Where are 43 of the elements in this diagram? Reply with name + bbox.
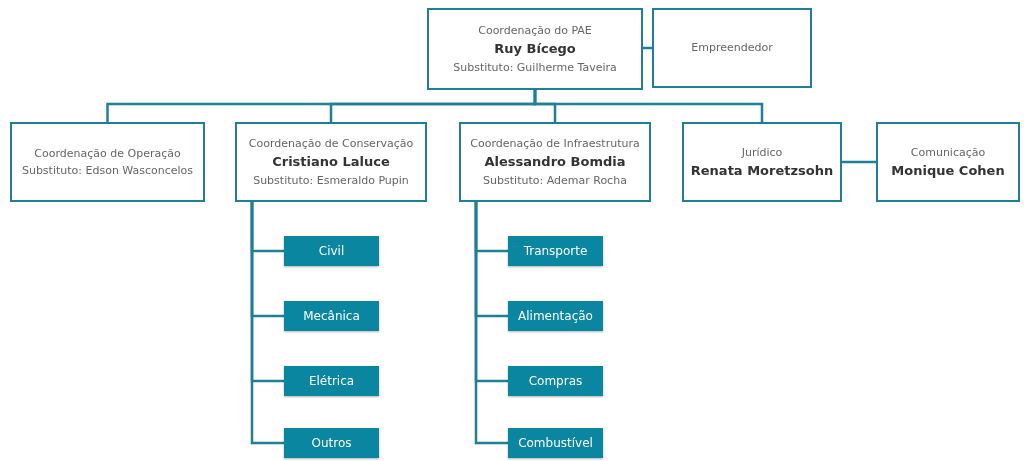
role-box [459,122,651,202]
department-name: Combustível [518,436,593,450]
department-name: Elétrica [308,374,355,388]
connector-line [474,202,508,445]
person-name: Alessandro Bomdia [484,154,626,170]
role-title: Coordenação de Conservação [248,137,414,151]
role-box [876,122,1020,202]
department-box [284,366,379,396]
department-box [508,428,603,458]
substitute-text: Substituto: Ademar Rocha [483,173,627,187]
department-name: Compras [528,374,583,388]
role-title: Comunicação [910,145,986,159]
department-name: Mecânica [303,309,360,323]
role-title: Coordenação de Operação [34,146,181,160]
role-box [652,8,812,88]
department-name: Outros [311,436,352,450]
department-name: Transporte [523,244,588,258]
department-box [284,301,379,331]
role-box [10,122,205,202]
role-box [682,122,842,202]
department-box [508,366,603,396]
department-name: Alimentação [518,309,593,323]
role-title: Jurídico [741,145,783,159]
department-box [284,236,379,266]
role-title: Empreendedor [691,41,773,55]
person-name: Cristiano Laluce [272,154,390,170]
person-name: Ruy Bícego [494,41,576,57]
substitute-text: Substituto: Esmeraldo Pupin [253,173,409,187]
person-name: Monique Cohen [891,162,1005,179]
role-box [235,122,427,202]
connector-line [533,90,764,122]
department-box [508,301,603,331]
department-box [508,236,603,266]
substitute-text: Substituto: Edson Wasconcelos [21,164,194,178]
role-box [427,8,643,90]
connector-line [250,202,284,445]
role-title: Coordenação de Infraestrutura [470,137,640,151]
department-box [284,428,379,458]
substitute-text: Substituto: Guilherme Taveira [453,60,617,74]
person-name: Renata Moretzsohn [690,162,834,179]
connector-line [842,160,876,164]
role-title: Coordenação do PAE [478,24,592,38]
department-name: Civil [318,244,345,258]
